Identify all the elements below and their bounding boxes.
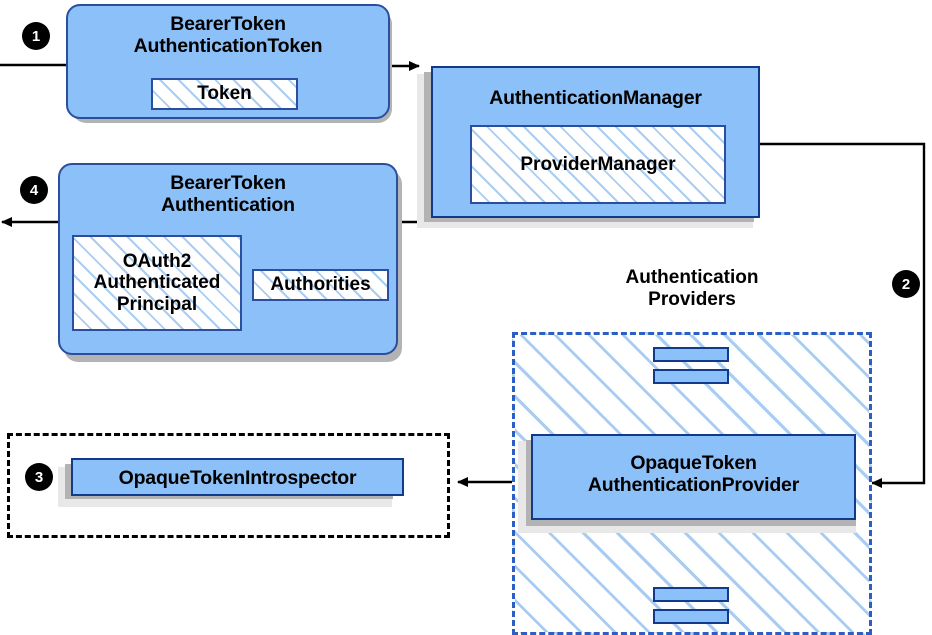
bearer-token-authentication-token-title: BearerToken AuthenticationToken (68, 6, 388, 58)
provider-title-line1: OpaqueToken (630, 452, 757, 474)
principal-line2: Authenticated (93, 272, 221, 294)
step-marker-1-label: 1 (31, 27, 41, 45)
oauth2-authenticated-principal-box[interactable]: OAuth2 Authenticated Principal (72, 235, 242, 331)
step-marker-3-label: 3 (34, 468, 44, 486)
step-marker-3: 3 (26, 464, 52, 490)
provider-stack-top-bar-1 (653, 347, 729, 362)
provider-title-line2: AuthenticationProvider (587, 473, 800, 496)
step-marker-4: 4 (21, 177, 47, 203)
authorities-label: Authorities (270, 274, 371, 296)
btat-title-line1: BearerToken (170, 13, 286, 35)
opaque-token-introspector[interactable]: OpaqueTokenIntrospector (71, 458, 404, 496)
provider-manager-label: ProviderManager (520, 153, 676, 175)
authentication-providers-heading-line2: Providers (648, 288, 736, 310)
provider-stack-bottom-bar-1 (653, 587, 729, 602)
opaque-token-authentication-provider[interactable]: OpaqueToken AuthenticationProvider (531, 434, 856, 520)
opaque-token-authentication-provider-title: OpaqueToken AuthenticationProvider (533, 436, 854, 497)
bta-title-line2: Authentication (161, 193, 295, 216)
step-marker-2: 2 (893, 271, 919, 297)
provider-manager-inner-box[interactable]: ProviderManager (470, 125, 726, 204)
step-marker-1: 1 (23, 23, 49, 49)
principal-line3: Principal (116, 293, 198, 315)
opaque-token-introspector-title: OpaqueTokenIntrospector (118, 467, 357, 489)
btat-title-line2: AuthenticationToken (133, 34, 323, 57)
authorities-box[interactable]: Authorities (252, 269, 389, 301)
principal-line1: OAuth2 (122, 251, 192, 273)
oauth2-authenticated-principal-label: OAuth2 Authenticated Principal (94, 251, 221, 315)
bta-title-line1: BearerToken (170, 172, 286, 194)
authentication-providers-heading: Authentication Providers (512, 267, 872, 310)
bearer-token-authentication-title: BearerToken Authentication (60, 165, 396, 217)
provider-stack-top-bar-2 (653, 369, 729, 384)
step-marker-2-label: 2 (901, 275, 911, 293)
authentication-providers-heading-line1: Authentication (625, 267, 759, 288)
token-inner-box[interactable]: Token (151, 78, 298, 110)
authentication-manager-title: AuthenticationManager (489, 87, 702, 109)
step-marker-4-label: 4 (29, 181, 39, 199)
token-inner-label: Token (197, 83, 252, 105)
provider-stack-bottom-bar-2 (653, 609, 729, 624)
bearer-token-authentication-token[interactable]: BearerToken AuthenticationToken (66, 4, 390, 119)
